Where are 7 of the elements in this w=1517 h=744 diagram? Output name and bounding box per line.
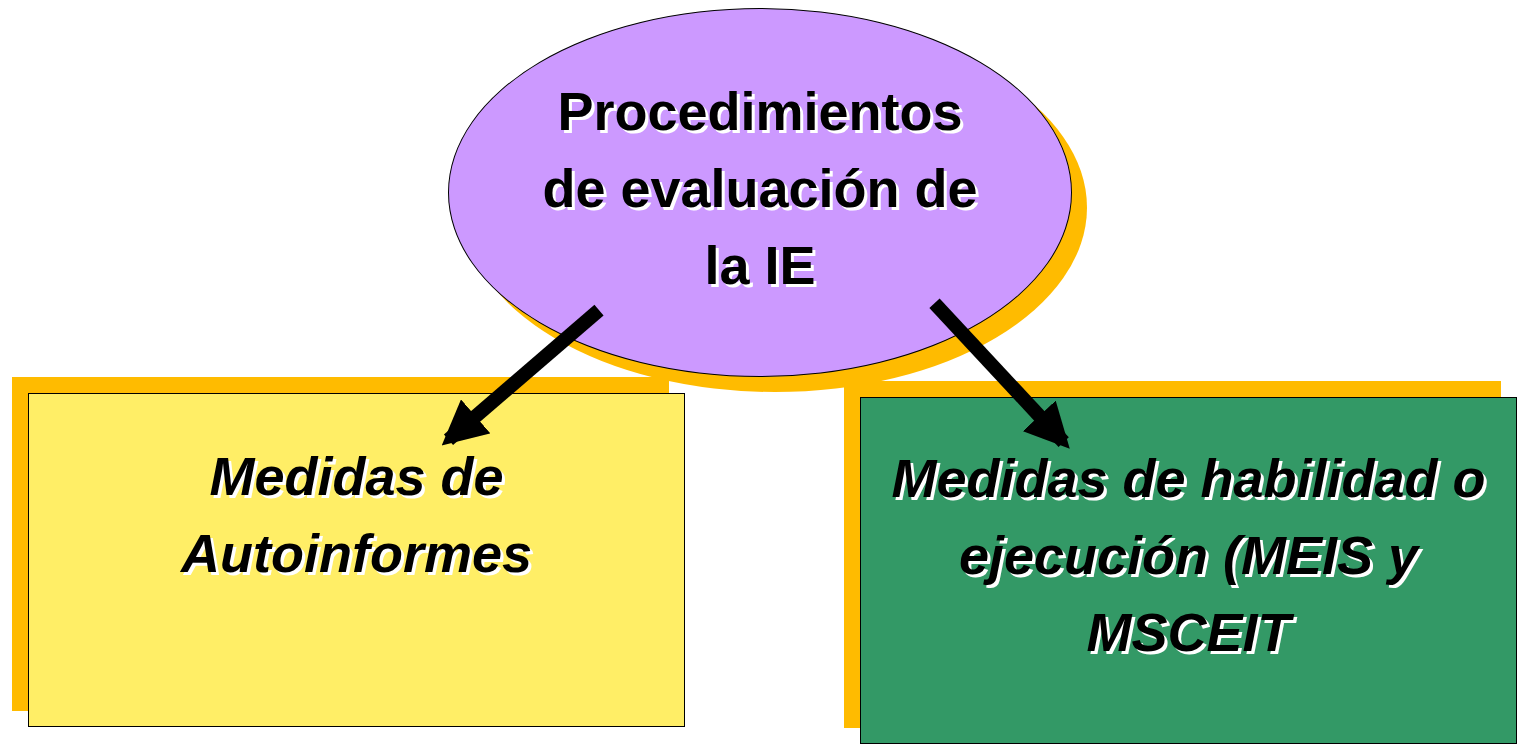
process-box: [28, 393, 685, 727]
process-box: [860, 397, 1517, 744]
node-label: Medidas de Autoinformes: [179, 445, 533, 585]
arrow: [441, 304, 604, 446]
arrow: [929, 298, 1070, 449]
node-label: Medidas de habilidad o ejecución (MEIS y MSCEIT: [890, 447, 1487, 664]
node-label: Procedimientos de evaluación de la IE: [541, 80, 979, 297]
